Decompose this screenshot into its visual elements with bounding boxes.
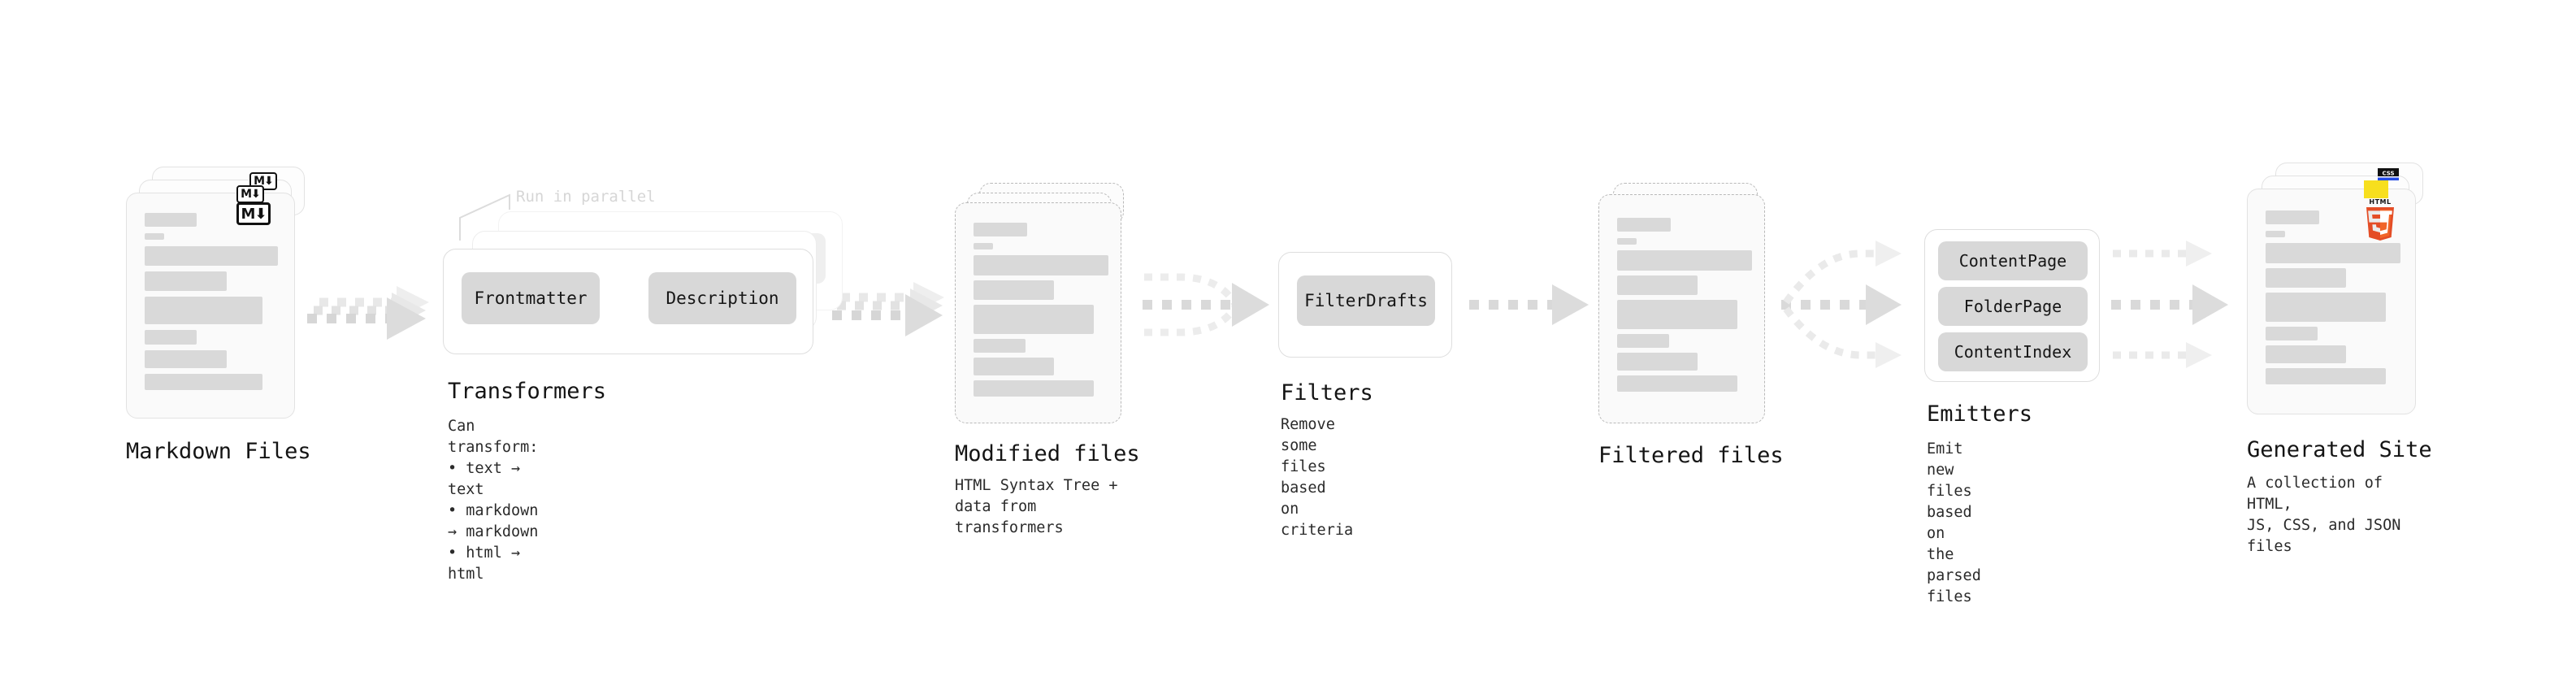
javascript-icon [2364, 180, 2388, 198]
stage-markdown-files: M⬇ M⬇ M⬇ Markdown Files [126, 167, 311, 464]
skeleton-bar [2266, 243, 2400, 263]
skeleton-bar [2266, 210, 2319, 224]
skeleton-bar [974, 280, 1054, 300]
emitter-node-label: ContentPage [1958, 251, 2067, 271]
svg-text:CSS: CSS [2382, 170, 2394, 176]
skeleton-bar [974, 223, 1027, 236]
skeleton-bar [1617, 275, 1698, 295]
skeleton-bar [145, 350, 227, 368]
stage-title-transformers: Transformers [448, 379, 607, 404]
markdown-card-front [126, 193, 295, 419]
stage-title-markdown-files: Markdown Files [126, 439, 311, 464]
skeleton-bar [1617, 300, 1737, 329]
skeleton-bar [1617, 334, 1669, 348]
stage-subtitle-emitters: Emit new files based on the parsed files [1927, 440, 1981, 605]
skeleton-bar [2266, 327, 2318, 340]
stage-subtitle-transformers: Can transform: • text → text • markdown … [448, 418, 539, 583]
emitter-node-folderpage[interactable]: FolderPage [1938, 287, 2088, 326]
stage-title-filtered-files: Filtered files [1598, 443, 1784, 468]
transformer-node-label: Frontmatter [474, 288, 588, 308]
filters-group-box: FilterDrafts [1278, 252, 1452, 358]
arrow-filtered-to-emitters [1781, 241, 1902, 368]
modified-card-front [955, 202, 1121, 423]
skeleton-bar [974, 339, 1026, 353]
stage-subtitle-generated-site: A collection of HTML, JS, CSS, and JSON … [2247, 475, 2401, 555]
emitter-node-label: FolderPage [1963, 297, 2062, 316]
arrow-modified-to-filters [1143, 273, 1269, 336]
css3-icon: CSS [2378, 167, 2399, 182]
stage-title-modified-files: Modified files [955, 441, 1140, 466]
filtered-file-stack [1598, 183, 1773, 427]
emitter-node-contentpage[interactable]: ContentPage [1938, 241, 2088, 280]
transformer-group-box-front: Frontmatter Description [443, 249, 813, 354]
skeleton-bar [1617, 375, 1737, 392]
skeleton-bar [974, 255, 1108, 275]
markdown-icon-arrow: ⬇ [254, 205, 267, 223]
skeleton-bar [145, 330, 197, 345]
skeleton-bar [1617, 218, 1671, 232]
filter-node-label: FilterDrafts [1304, 291, 1428, 310]
modified-file-stack [955, 183, 1130, 427]
arrow-markdown-to-transformers [307, 286, 429, 340]
markdown-icon-letter: M [241, 188, 252, 201]
stage-generated-site: CSS HTML Generated Site A collection of … [2247, 163, 2432, 555]
skeleton-bar [145, 213, 197, 227]
markdown-icon-arrow: ⬇ [264, 175, 274, 188]
markdown-icon: M⬇ [236, 202, 271, 225]
stage-subtitle-filters: Remove some files based on criteria [1281, 416, 1354, 539]
stage-title-generated-site: Generated Site [2247, 437, 2432, 462]
emitter-node-label: ContentIndex [1954, 342, 2072, 362]
markdown-icon: M⬇ [236, 185, 264, 203]
skeleton-bar [145, 233, 164, 240]
stage-filtered-files: Filtered files [1598, 183, 1784, 468]
transformer-node-label: Description [666, 288, 779, 308]
skeleton-bar [2266, 345, 2346, 363]
skeleton-bar [1617, 250, 1752, 271]
skeleton-bar [2266, 293, 2386, 322]
skeleton-bar [2266, 231, 2285, 237]
arrow-transformers-to-modified [832, 282, 944, 336]
filtered-card-front [1598, 194, 1765, 423]
css3-icon-svg: CSS [2378, 168, 2399, 180]
skeleton-bar [974, 243, 993, 249]
generated-site-stack: CSS HTML [2247, 163, 2430, 423]
arrow-emitters-to-site [2111, 241, 2228, 368]
skeleton-bar [145, 246, 278, 266]
skeleton-bar [145, 271, 227, 291]
skeleton-bar [145, 374, 262, 390]
transformer-node-frontmatter[interactable]: Frontmatter [462, 272, 600, 324]
transformer-node-description[interactable]: Description [648, 272, 796, 324]
skeleton-bar [974, 380, 1094, 397]
html5-icon: HTML [2362, 197, 2398, 241]
arrow-filters-to-filtered [1469, 284, 1589, 325]
stage-subtitle-modified-files: HTML Syntax Tree + data from transformer… [955, 477, 1118, 536]
markdown-icon-letter: M [241, 205, 255, 223]
emitters-group-box: ContentPage FolderPage ContentIndex [1924, 229, 2100, 382]
skeleton-bar [2266, 368, 2386, 384]
stage-title-emitters: Emitters [1927, 401, 2033, 427]
html5-icon-svg: HTML [2366, 198, 2394, 241]
skeleton-bar [974, 358, 1054, 375]
skeleton-bar [1617, 353, 1698, 371]
markdown-file-stack: M⬇ M⬇ M⬇ [126, 167, 305, 419]
filter-node-filterdrafts[interactable]: FilterDrafts [1297, 275, 1435, 326]
run-in-parallel-label: Run in parallel [516, 188, 656, 206]
skeleton-bar [145, 297, 262, 324]
skeleton-bar [974, 305, 1094, 334]
markdown-icon-letter: M [254, 175, 265, 188]
stage-modified-files: Modified files HTML Syntax Tree + data f… [955, 183, 1140, 536]
emitter-node-contentindex[interactable]: ContentIndex [1938, 332, 2088, 371]
skeleton-bar [1617, 238, 1637, 245]
markdown-icon-arrow: ⬇ [251, 188, 261, 201]
skeleton-bar [2266, 268, 2346, 288]
html5-icon-top-text: HTML [2369, 198, 2391, 206]
stage-title-filters: Filters [1281, 380, 1373, 406]
